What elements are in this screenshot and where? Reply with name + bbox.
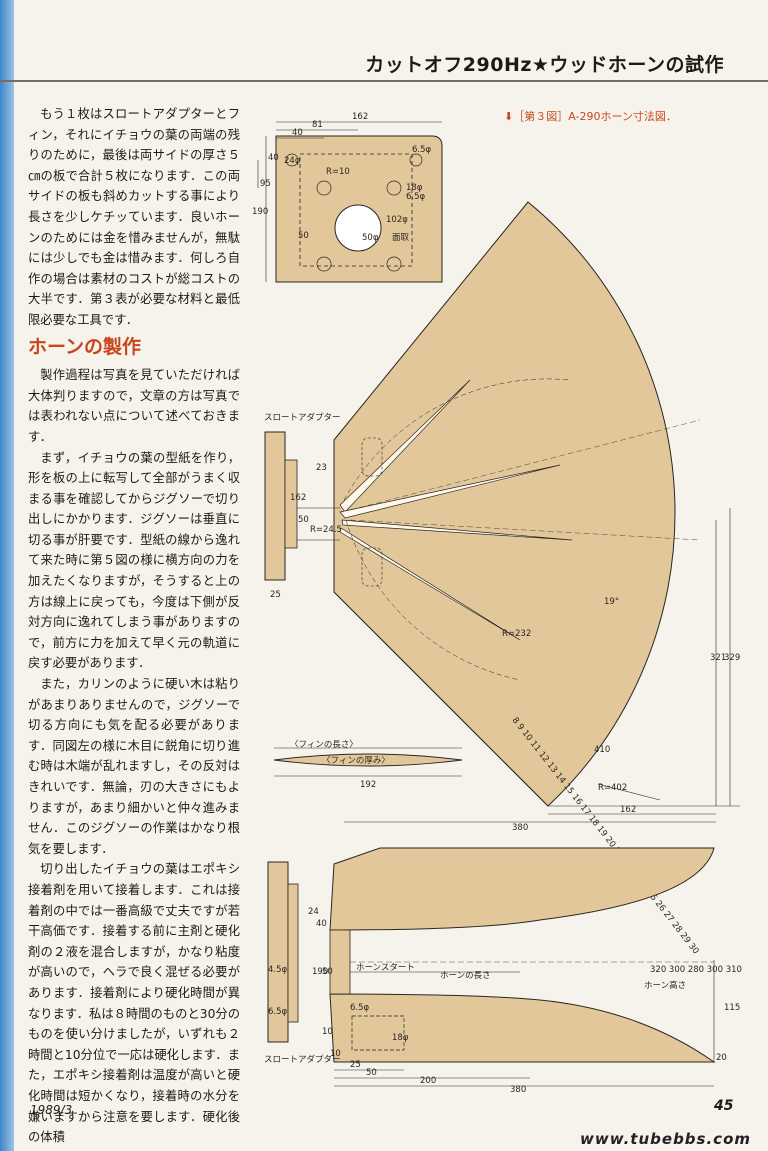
dim-45phi: 4.5φ — [268, 965, 288, 975]
dim-50-side: 50 — [322, 967, 333, 977]
page-number: 45 — [714, 1098, 734, 1114]
dim-24phi: 24φ — [284, 156, 301, 166]
dim-10-b: 10 — [330, 1049, 341, 1059]
dim-380-bottom: 380 — [510, 1085, 526, 1095]
dim-18phi-side: 18φ — [392, 1033, 409, 1043]
dim-192: 192 — [360, 780, 376, 790]
dim-162-bottom: 162 — [620, 805, 636, 815]
notch-label: 面取 — [392, 233, 410, 243]
horn-height-label: ホーン高さ — [644, 980, 686, 991]
section-heading: ホーンの製作 — [28, 335, 142, 358]
dim-329: 329 — [724, 653, 740, 663]
issue-date: 1989/3 — [30, 1103, 73, 1117]
dim-40-side: 40 — [268, 153, 279, 163]
paragraph-5: 切り出したイチョウの葉はエポキシ接着剤を用いて接着します．これは接着剤の中では一… — [28, 862, 240, 1145]
header-rule — [0, 80, 768, 82]
dim-r10: R=10 — [326, 167, 350, 177]
throat-adapter-side-view-bottom: 4.5φ 6.5φ スロートアダプター — [264, 861, 341, 1065]
throat-adapter-label-bottom: スロートアダプター — [264, 1054, 341, 1065]
dim-23: 23 — [316, 463, 327, 473]
fin-length-label: 〈フィンの長さ〉 — [290, 740, 358, 750]
figure-caption: ⬇［第３図］A-290ホーン寸法図． — [504, 110, 677, 123]
dim-190-side: 190 — [312, 967, 328, 977]
height-values: 320 300 280 300 310 — [650, 965, 742, 975]
dim-r402: R=402 — [598, 783, 627, 793]
dim-81: 81 — [312, 120, 323, 130]
dim-50-mid: 50 — [298, 515, 309, 525]
dim-65phi: 6.5φ — [412, 145, 432, 155]
throat-adapter-side-view: スロートアダプター 23 162 50 R=24.5 25 — [264, 412, 342, 600]
dim-162-top: 162 — [352, 112, 368, 122]
dim-r245: R=24.5 — [310, 525, 342, 535]
ginkgo-leaf-fin-view: R=232 19° 321 329 410 R=402 162 380 8 9 … — [333, 201, 740, 956]
horn-side-view: ホーンスタート ホーンの長さ ホーン高さ 24 40 190 50 10 6.5… — [308, 847, 742, 1095]
dim-25-side: 25 — [350, 1060, 361, 1070]
dim-25: 25 — [270, 590, 281, 600]
dim-410: 410 — [594, 745, 610, 755]
paragraph-3: まず，イチョウの葉の型紙を作り，形を板の上に転写して全部がうまく収まる事を確認し… — [28, 450, 240, 671]
paragraph-1: もう１枚はスロートアダプターとフィン，それにイチョウの葉の両端の残りのために，最… — [28, 107, 240, 327]
paragraph-2: 製作過程は写真を見ていただければ大体判りますので，文章の方は写真では表われない点… — [28, 368, 240, 444]
paragraph-4: また，カリンのように硬い木は粘りがあまりありませんので，ジグソーで切る方向にも気… — [28, 677, 240, 856]
dim-162-mid: 162 — [290, 493, 306, 503]
dim-95: 95 — [260, 179, 271, 189]
dim-20: 20 — [716, 1053, 727, 1063]
dim-10-side: 10 — [322, 1027, 333, 1037]
page-header-title: カットオフ290Hz★ウッドホーンの試作 — [365, 54, 724, 76]
dim-102phi: 102φ — [386, 215, 408, 225]
dim-angle-19: 19° — [604, 597, 619, 607]
dim-50-bottom: 50 — [366, 1068, 377, 1078]
fin-profile: 〈フィンの長さ〉 〈フィンの厚み〉 192 — [273, 740, 463, 790]
site-watermark: www.tubebbs.com — [580, 1130, 751, 1148]
dim-r232: R=232 — [502, 629, 531, 639]
horn-start-label: ホーンスタート — [356, 963, 415, 973]
dim-380: 380 — [512, 823, 528, 833]
fin-thickness-label: 〈フィンの厚み〉 — [322, 756, 390, 766]
dim-65phi-side: 6.5φ — [350, 1003, 370, 1013]
dim-50: 50 — [298, 231, 309, 241]
throat-adapter-front-view: 162 81 40 24φ 6.5φ R=10 18φ 6.5φ 102φ 50… — [252, 112, 443, 283]
body-text-column: もう１枚はスロートアダプターとフィン，それにイチョウの葉の両端の残りのために，最… — [28, 104, 240, 1148]
dim-190: 190 — [252, 207, 268, 217]
dim-321: 321 — [710, 653, 726, 663]
dim-115: 115 — [724, 1003, 740, 1013]
page-edge-bar — [0, 0, 14, 1151]
dim-65phi-c: 6.5φ — [268, 1007, 288, 1017]
dim-65phi-b: 6.5φ — [406, 192, 426, 202]
dim-200: 200 — [420, 1076, 436, 1086]
dim-18phi: 18φ — [406, 183, 423, 193]
horn-length-label: ホーンの長さ — [440, 971, 491, 981]
dim-40: 40 — [292, 128, 303, 138]
throat-adapter-label: スロートアダプター — [264, 412, 341, 423]
dim-40-side-b: 40 — [316, 919, 327, 929]
dim-24-side: 24 — [308, 907, 319, 917]
dim-50phi: 50φ — [362, 233, 379, 243]
